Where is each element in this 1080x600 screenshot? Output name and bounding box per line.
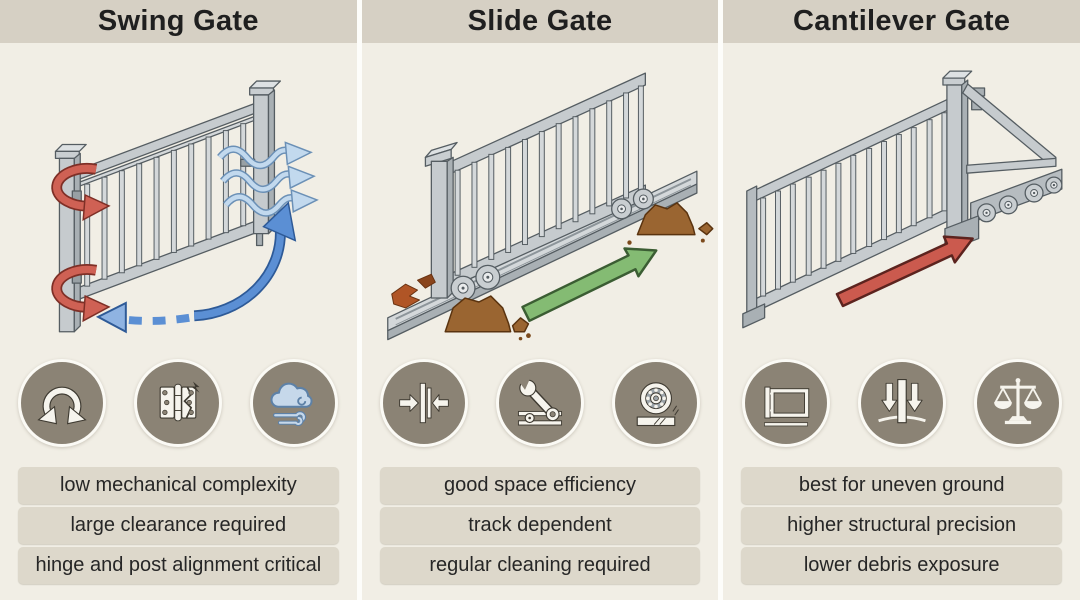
swing-arc-icon — [18, 359, 107, 447]
swing-gate-title: Swing Gate — [97, 5, 259, 37]
trait-bar: large clearance required — [18, 507, 339, 544]
slide-gate-title: Slide Gate — [467, 5, 613, 37]
carriage-rollers — [977, 176, 1063, 223]
wind-cloud-icon — [250, 359, 339, 447]
trait-bar: low mechanical complexity — [18, 467, 339, 504]
slide-gate-icon-row — [362, 355, 719, 451]
swing-gate-illustration — [0, 43, 357, 345]
bearing-icon — [612, 359, 700, 447]
cantilever-frame-icon — [741, 359, 830, 447]
cantilever-direction-arrow — [836, 235, 975, 308]
slide-gate-illustration — [362, 43, 719, 345]
cantilever-gate-header: Cantilever Gate — [723, 0, 1080, 43]
hinge-rotation-arrow — [51, 163, 111, 222]
wrench-track-icon — [496, 359, 584, 447]
trait-bar: track dependent — [379, 507, 701, 544]
trait-bar: good space efficiency — [379, 467, 701, 504]
swing-gate-header: Swing Gate — [0, 0, 357, 43]
debris-leaves — [390, 273, 436, 309]
hinge-crack-icon — [134, 359, 223, 447]
cantilever-gate-traits: best for uneven ground higher structural… — [723, 467, 1080, 587]
debris-dirt — [444, 202, 714, 341]
swing-path-arrow — [95, 201, 297, 334]
swing-gate-icon-row — [0, 355, 357, 451]
balance-scale-icon — [973, 359, 1062, 447]
slide-gate-header: Slide Gate — [361, 0, 719, 43]
trait-bar: lower debris exposure — [741, 547, 1063, 584]
cantilever-gate-title: Cantilever Gate — [793, 5, 1011, 37]
cantilever-gate-illustration — [723, 43, 1080, 345]
slide-gate-traits: good space efficiency track dependent re… — [362, 467, 719, 587]
column-divider — [356, 0, 362, 600]
wind-flow-arrow — [217, 141, 313, 170]
slide-gate-drawing — [386, 72, 714, 341]
cantilever-gate-icon-row — [723, 355, 1080, 451]
trait-bar: best for uneven ground — [741, 467, 1063, 504]
load-arrows-icon — [857, 359, 946, 447]
swing-gate-column: Swing Gate — [0, 0, 357, 600]
gate-rollers — [450, 188, 654, 301]
trait-bar: regular cleaning required — [379, 547, 701, 584]
column-divider — [718, 0, 724, 600]
trait-bar: higher structural precision — [741, 507, 1063, 544]
cantilever-gate-drawing — [742, 70, 1063, 329]
swing-gate-traits: low mechanical complexity large clearanc… — [0, 467, 357, 587]
slide-gate-column: Slide Gate — [361, 0, 719, 600]
trait-bar: hinge and post alignment critical — [18, 547, 339, 584]
cantilever-gate-column: Cantilever Gate — [723, 0, 1080, 600]
slide-direction-arrow — [520, 247, 658, 323]
compress-arrows-icon — [380, 359, 468, 447]
swing-gate-drawing — [0, 80, 357, 334]
